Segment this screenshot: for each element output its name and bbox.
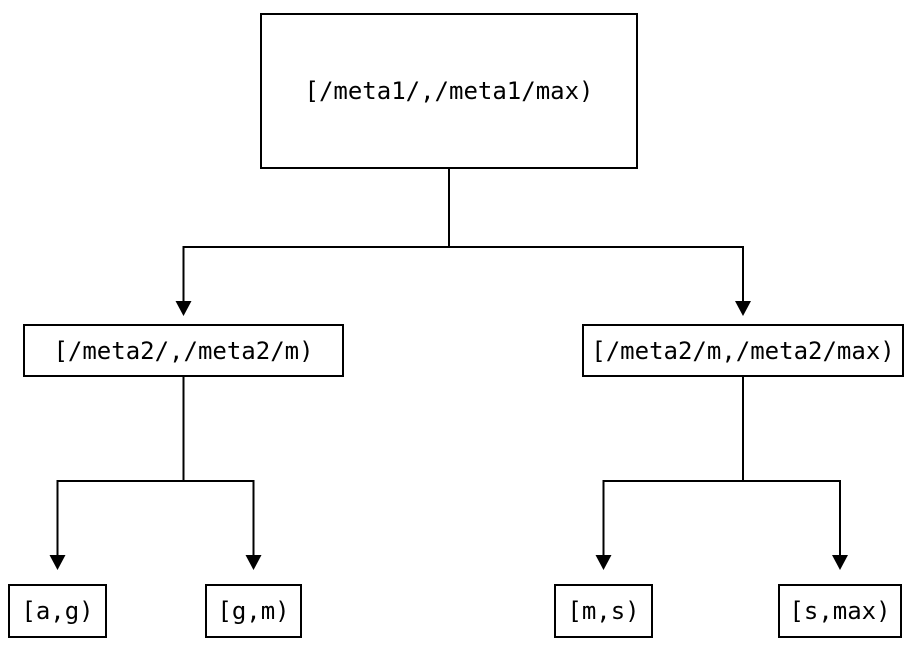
arrowhead-down-icon <box>245 555 262 570</box>
arrowhead-down-icon <box>49 555 66 570</box>
tree-node-meta2-left: [/meta2/,/meta2/m) <box>23 324 344 377</box>
arrowhead-down-icon <box>595 555 612 570</box>
tree-leaf-m-s: [m,s) <box>554 584 653 638</box>
connector-left-subtree <box>56 377 255 555</box>
tree-leaf-g-m: [g,m) <box>205 584 302 638</box>
tree-leaf-s-max: [s,max) <box>778 584 902 638</box>
arrowhead-down-icon <box>175 301 192 316</box>
tree-leaf-a-g: [a,g) <box>8 584 107 638</box>
connector-right-subtree <box>602 377 841 555</box>
tree-node-root: [/meta1/,/meta1/max) <box>260 13 638 169</box>
arrowhead-down-icon <box>832 555 848 570</box>
tree-node-meta2-right: [/meta2/m,/meta2/max) <box>582 324 904 377</box>
arrowhead-down-icon <box>735 301 751 316</box>
connector-root-to-level2 <box>182 169 744 301</box>
